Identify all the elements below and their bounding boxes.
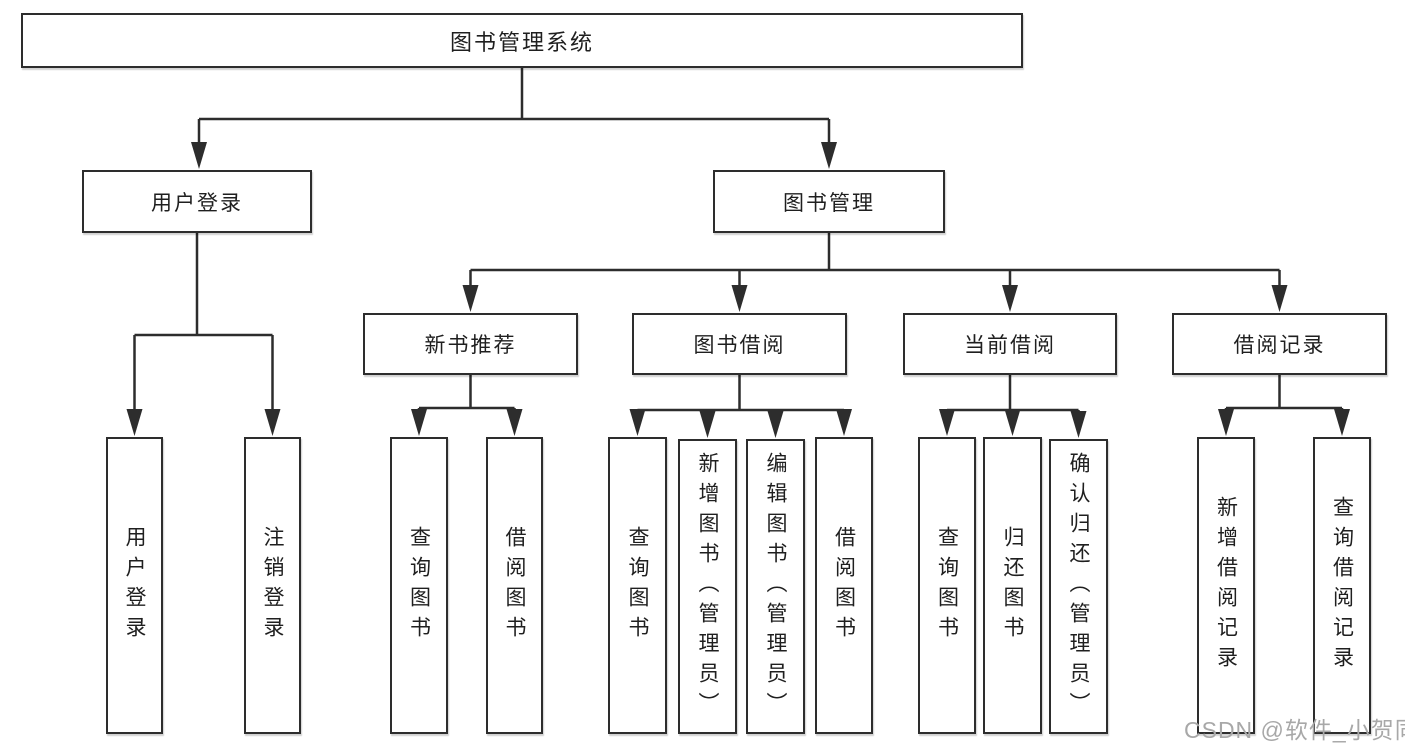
node-label: 借阅图书 <box>832 525 856 646</box>
connector-newbooks-to-leaves <box>417 375 516 413</box>
arrowhead-icon <box>1070 411 1087 438</box>
node-borrowing-records: 借阅记录 <box>1172 313 1387 375</box>
arrowhead-icon <box>629 409 646 436</box>
arrowhead-icon <box>1002 285 1018 312</box>
arrowhead-icon <box>821 142 837 169</box>
connector-current-to-leaves <box>945 375 1080 414</box>
leaf-borrow-books: 借阅图书 <box>815 437 873 734</box>
arrowhead-icon <box>939 409 955 436</box>
node-label: 借阅图书 <box>503 525 526 646</box>
arrowhead-icon <box>767 411 784 438</box>
arrowheads <box>126 142 1350 438</box>
node-label: 新增图书（管理员） <box>696 451 719 722</box>
node-label: 用户登录 <box>123 525 146 646</box>
node-label: 借阅记录 <box>1233 334 1326 357</box>
node-label: 查询图书 <box>626 525 649 646</box>
node-label: 用户登录 <box>151 191 243 215</box>
arrowhead-icon <box>1271 285 1288 312</box>
arrowhead-icon <box>1218 409 1234 436</box>
leaf-edit-books-admin: 编辑图书（管理员） <box>746 439 805 734</box>
node-label: 查询借阅记录 <box>1330 495 1354 676</box>
leaf-query-books: 查询图书 <box>918 437 976 734</box>
leaf-query-books: 查询图书 <box>390 437 448 734</box>
arrowhead-icon <box>411 409 427 436</box>
connector-root-to-level2 <box>197 68 831 146</box>
node-book-management-module: 图书管理 <box>713 170 945 233</box>
node-label: 新增借阅记录 <box>1214 495 1238 676</box>
arrowhead-icon <box>506 409 523 436</box>
leaf-query-books: 查询图书 <box>608 437 667 734</box>
leaf-query-borrow-record: 查询借阅记录 <box>1313 437 1371 734</box>
leaf-logout: 注销登录 <box>244 437 301 734</box>
node-label: 新书推荐 <box>424 334 517 357</box>
node-label: 图书借阅 <box>693 334 786 357</box>
arrowhead-icon <box>699 411 716 438</box>
leaf-return-books: 归还图书 <box>983 437 1042 734</box>
connector-userlogin-to-leaves <box>133 233 274 412</box>
node-new-book-recommendation: 新书推荐 <box>363 313 578 375</box>
leaf-borrow-books: 借阅图书 <box>486 437 543 734</box>
node-label: 查询图书 <box>407 525 431 646</box>
node-user-login-module: 用户登录 <box>82 170 312 233</box>
node-label: 当前借阅 <box>964 334 1056 357</box>
csdn-watermark: CSDN @软件_小贺同学 <box>1184 717 1405 743</box>
arrowhead-icon <box>126 409 143 436</box>
leaf-add-borrow-record: 新增借阅记录 <box>1197 437 1255 734</box>
connector-borrowing-to-leaves <box>636 375 846 414</box>
node-label: 图书管理 <box>783 191 875 215</box>
arrowhead-icon <box>191 142 207 169</box>
connector-records-to-leaves <box>1224 375 1344 413</box>
arrowhead-icon <box>1004 409 1021 436</box>
node-label: 编辑图书（管理员） <box>764 451 787 722</box>
arrowhead-icon <box>1334 409 1350 436</box>
arrowhead-icon <box>836 409 852 436</box>
node-current-borrowing: 当前借阅 <box>903 313 1117 375</box>
leaf-user-login: 用户登录 <box>106 437 163 734</box>
node-label: 图书管理系统 <box>449 29 594 55</box>
connector-bookmgmt-to-level3 <box>469 233 1281 288</box>
arrowhead-icon <box>264 409 281 436</box>
node-label: 归还图书 <box>1001 525 1024 646</box>
arrowhead-icon <box>731 285 748 312</box>
node-label: 注销登录 <box>261 525 284 646</box>
leaf-add-books-admin: 新增图书（管理员） <box>678 439 737 734</box>
node-label: 查询图书 <box>935 525 959 646</box>
node-library-management-system: 图书管理系统 <box>21 13 1023 68</box>
arrowhead-icon <box>462 285 479 312</box>
node-label: 确认归还（管理员） <box>1067 451 1090 722</box>
node-book-borrowing: 图书借阅 <box>632 313 847 375</box>
leaf-confirm-return-admin: 确认归还（管理员） <box>1049 439 1108 734</box>
